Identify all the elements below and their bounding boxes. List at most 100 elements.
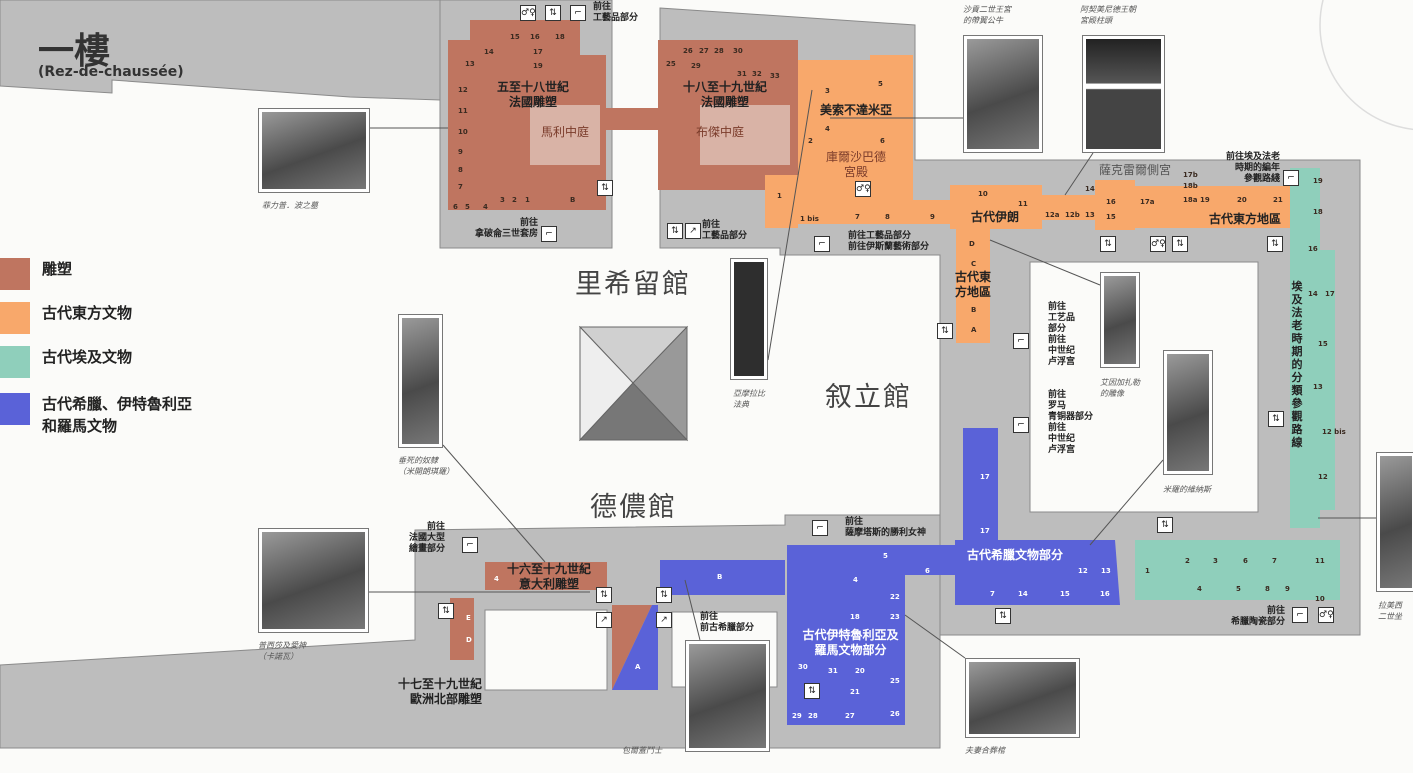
direction-bronze-medieval: 前往 罗马 青铜器部分 前往 中世纪 卢浮宫 [1048,390,1094,455]
restroom-icon: ♂♀ [1318,607,1334,623]
legend-label: 古代埃及文物 [42,348,133,366]
floor-title: 一樓 [38,31,111,72]
artwork-photo-psyche-and-cupid[interactable] [258,528,369,633]
section-northern-sculpture[interactable]: 十七至十九世紀 歐洲北部雕塑 [397,677,482,706]
section-french-sculpture-5-18[interactable]: 五至十八世紀 法國雕塑 [496,80,569,109]
artwork-photo-borghese-gladiator[interactable] [685,640,770,752]
artwork-photo-hammurabi-code[interactable] [730,258,768,380]
section-egypt-thematic[interactable]: 埃及法老時期的分類參觀路線 [1291,280,1303,449]
legend-swatch [0,346,30,378]
restroom-icon: ♂♀ [855,181,871,197]
room-number: 31 [737,70,747,78]
stairs-icon: ⌐ [541,226,557,242]
direction-decorative-arts-top: 前往 工藝品部分 [593,2,639,23]
room-number: B [717,573,723,581]
elevator-icon: ⇅ [1268,411,1284,427]
room-number: 1 [777,192,782,200]
wing-denon: 德儂館 [590,492,677,523]
artwork-photo-venus-de-milo[interactable] [1163,350,1213,475]
section-italian-sculpture[interactable]: 十六至十九世紀 意大利雕塑 [506,562,591,591]
room-number: D [969,240,975,248]
room-number: 28 [808,712,818,720]
room-number: 2 [808,137,813,145]
room-number: D [466,636,472,644]
court-puget: 布傑中庭 [695,125,744,139]
stairs-icon: ⌐ [812,520,828,536]
direction-decorative-islamic: 前往工藝品部分 前往伊斯蘭藝術部分 [848,231,930,252]
artwork-photo-achaemenid-capital[interactable] [1082,35,1165,153]
room-number: 17 [980,473,990,481]
room-number: 1 [525,196,530,204]
escalator-icon: ↗ [685,223,701,239]
direction-napoleon-apartments: 前往 拿破侖三世套房 [474,218,538,239]
room-number: 4 [1197,585,1202,593]
artwork-caption: 普西莎及愛神 （卡諾瓦） [258,641,306,661]
room-number: 7 [990,590,995,598]
artwork-caption: 亞摩拉比 法典 [733,389,765,409]
legend-label: 雕塑 [42,260,73,278]
room-number: 19 [1313,177,1323,185]
artwork-photo-philippe-pot-tomb[interactable] [258,108,370,193]
section-levant-column[interactable]: 古代東 方地區 [954,270,991,299]
room-number: 10 [1315,595,1325,603]
section-greek[interactable]: 古代希臘文物部分 [966,548,1063,562]
artwork-photo-ain-ghazal-statue[interactable] [1100,272,1140,368]
room-number: 14 [484,48,494,56]
artwork-photo-winged-bull[interactable] [963,35,1043,153]
room-number: 18 [555,33,565,41]
room-number: 3 [500,196,505,204]
room-number: 28 [714,47,724,55]
elevator-icon: ⇅ [1157,517,1173,533]
room-number: 16 [1308,245,1318,253]
direction-greek-ceramics: 前往 希臘陶瓷部分 [1230,606,1285,627]
room-number: 9 [930,213,935,221]
section-iran[interactable]: 古代伊朗 [970,210,1019,224]
legend-swatch [0,302,30,334]
room-number: 20 [1237,196,1247,204]
artwork-caption: 沙貢二世王宮 的帶翼公牛 [963,5,1011,25]
room-number: 18 [850,613,860,621]
artwork-photo-ramesses-ii[interactable] [1376,452,1413,592]
room-number: 26 [890,710,900,718]
room-number: 19 [533,62,543,70]
room-number: 32 [752,70,762,78]
stairs-icon: ⌐ [1013,417,1029,433]
northern-rooms [450,598,474,660]
room-number: 31 [828,667,838,675]
section-levant[interactable]: 古代東方地區 [1208,212,1281,226]
direction-decorative-arts-left: 前往 工藝品部分 [702,220,748,241]
room-number: A [635,663,641,671]
room-number: 29 [792,712,802,720]
room-number: 25 [666,60,676,68]
room-number: 1 [1145,567,1150,575]
pyramid [578,325,689,442]
artwork-photo-dying-slave[interactable] [398,314,443,448]
room-number: 12 bis [1322,428,1346,436]
room-number: 7 [855,213,860,221]
direction-pre-greek: 前往 前古希臘部分 [700,612,755,633]
room-number: 10 [978,190,988,198]
decorative-circle [1319,0,1413,131]
room-number: 13 [1085,211,1095,219]
room-number: 5 [465,203,470,211]
section-mesopotamia[interactable]: 美索不達米亞 [819,103,892,117]
artwork-photo-sarcophagus-of-spouses[interactable] [965,658,1080,738]
room-number: 11 [458,107,468,115]
room-number: 25 [890,677,900,685]
stairs-icon: ⌐ [1013,333,1029,349]
room-number: 17 [1325,290,1335,298]
section-french-sculpture-18-19[interactable]: 十八至十九世紀 法國雕塑 [682,80,767,109]
room-number: 4 [853,576,858,584]
room-number: 14 [1018,590,1028,598]
section-etruscan-roman[interactable]: 古代伊特魯利亞及 羅馬文物部分 [802,628,899,657]
room-number: 10 [458,128,468,136]
direction-decorative-medieval: 前往 工艺品 部分 前往 中世纪 卢浮宫 [1048,302,1076,367]
floor-subtitle: (Rez-de-chaussée) [38,64,184,80]
room-number: 16 [530,33,540,41]
room-number: 4 [494,575,499,583]
levant-column [956,228,990,343]
room-number: 4 [825,125,830,133]
elevator-icon: ⇅ [596,587,612,603]
room-number: 21 [850,688,860,696]
legend-item-egypt: 古代埃及文物 [0,346,242,378]
